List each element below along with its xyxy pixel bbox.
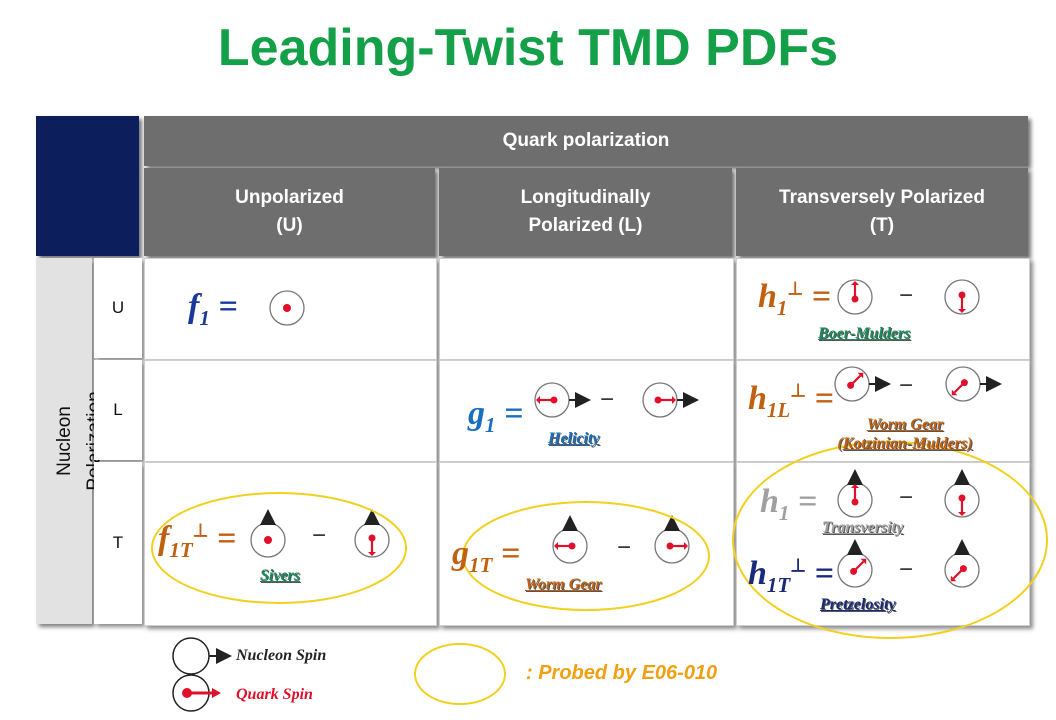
cell-u-l xyxy=(439,258,734,360)
probed-legend-label: : Probed by E06-010 xyxy=(526,662,718,684)
f1Tperp-diagram-b xyxy=(354,509,390,558)
minus-sign: − xyxy=(899,282,914,309)
h1-label: h1 = xyxy=(760,483,818,525)
h1perp-diagram-b xyxy=(944,279,980,315)
worm-gear-label: Worm Gear xyxy=(525,576,602,593)
highlight-ellipse-transverse xyxy=(732,441,1048,639)
minus-sign: − xyxy=(312,522,327,549)
f1-label: f1 = xyxy=(188,288,238,330)
g1-diagram-b xyxy=(642,382,699,418)
h1-diagram-a xyxy=(837,469,873,518)
nucleon-polarization-sidebar xyxy=(36,258,92,624)
cell-u-u xyxy=(144,258,437,360)
highlight-ellipse-g1t xyxy=(462,501,710,611)
row-label-l: L xyxy=(94,360,142,460)
h1-diagram-b xyxy=(944,469,980,518)
worm-gear-kotzinian-label: Worm Gear (Kotzinian-Mulders) xyxy=(837,416,973,452)
cell-l-u xyxy=(144,360,437,462)
column-header-longitudinal: Longitudinally Polarized (L) xyxy=(439,168,732,256)
transversity-label: Transversity xyxy=(822,519,904,536)
f1Tperp-diagram-a xyxy=(250,509,286,558)
h1Lperp-diagram-a xyxy=(834,366,891,402)
cell-u-t xyxy=(736,258,1030,360)
highlight-ellipse-sivers xyxy=(151,492,407,604)
pretzelosity-label: Pretzelosity xyxy=(820,596,896,613)
h1Tperp-diagram-b xyxy=(944,539,980,588)
h1perp-label: h1⊥ = xyxy=(758,278,831,320)
minus-sign: − xyxy=(600,386,615,413)
quark-spin-legend-label: Quark Spin xyxy=(236,686,313,703)
minus-sign: − xyxy=(899,484,914,511)
h1Lperp-label: h1L⊥ = xyxy=(748,380,834,422)
g1T-label: g1T = xyxy=(452,535,521,577)
cell-l-l xyxy=(439,360,734,462)
h1Lperp-diagram-b xyxy=(945,366,1002,402)
probed-legend-ellipse xyxy=(414,643,506,705)
g1-diagram-a xyxy=(534,382,591,418)
page-title: Leading-Twist TMD PDFs xyxy=(217,19,839,77)
cell-t-t xyxy=(736,462,1030,626)
nucleon-spin-legend-circle xyxy=(172,637,210,675)
boer-mulders-label: Boer-Mulders xyxy=(818,325,911,342)
column-header-unpolarized: Unpolarized (U) xyxy=(144,168,435,256)
column-header-transverse: Transversely Polarized (T) xyxy=(736,168,1028,256)
minus-sign: − xyxy=(899,556,914,583)
row-label-t: T xyxy=(94,462,142,624)
g1-label: g1 = xyxy=(468,395,524,437)
helicity-label: Helicity xyxy=(548,430,600,447)
corner-block xyxy=(36,116,139,256)
minus-sign: − xyxy=(617,534,632,561)
h1Tperp-diagram-a xyxy=(837,539,873,588)
g1T-diagram-a xyxy=(552,515,588,564)
h1perp-diagram-a xyxy=(837,279,873,315)
minus-sign: − xyxy=(899,372,914,399)
row-label-u: U xyxy=(94,258,142,358)
g1T-diagram-b xyxy=(654,515,690,564)
nucleon-spin-legend-label: Nucleon Spin xyxy=(236,647,327,664)
f1-diagram xyxy=(269,290,305,326)
sivers-label: Sivers xyxy=(260,567,300,584)
quark-polarization-header: Quark polarization xyxy=(144,116,1028,166)
h1Tperp-label: h1T⊥ = xyxy=(748,555,834,597)
f1Tperp-label: f1T⊥ = xyxy=(158,520,237,562)
